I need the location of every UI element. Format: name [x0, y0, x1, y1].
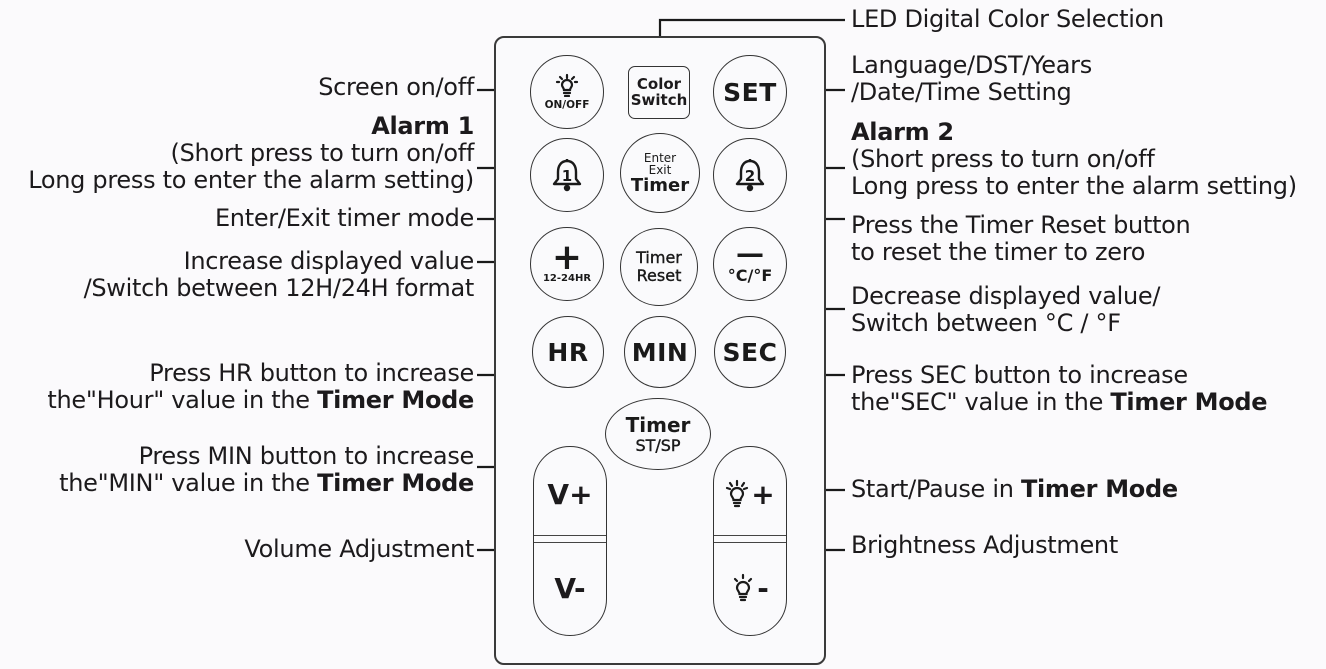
bell-2-icon: 2 [733, 157, 767, 193]
brightness-down-label: - [757, 571, 769, 605]
timer-reset-line1: Timer [636, 248, 682, 267]
label-alarm1-line1: (Short press to turn on/off [170, 139, 475, 167]
brightness-up-label: + [751, 477, 775, 511]
bulb-bright-icon [725, 479, 749, 509]
sec-button[interactable]: SEC [714, 316, 786, 388]
volume-down-button[interactable]: V- [534, 541, 606, 635]
min-button[interactable]: MIN [624, 316, 696, 388]
hr-button[interactable]: HR [532, 316, 604, 388]
sec-label: SEC [722, 337, 778, 367]
timer-label: Timer [630, 174, 690, 196]
plus-icon: + [551, 236, 583, 278]
volume-rocker-divider [534, 535, 606, 543]
brightness-down-button[interactable]: - [714, 541, 786, 635]
timer-start-stop-button[interactable]: Timer ST/SP [605, 398, 711, 470]
label-led-color: LED Digital Color Selection [851, 5, 1164, 33]
label-screen-onoff: Screen on/off [318, 73, 474, 101]
color-switch-line2: Switch [630, 90, 688, 109]
svg-text:2: 2 [745, 167, 755, 185]
timer-exit-label: Exit [648, 162, 672, 177]
minus-icon: — [736, 236, 764, 270]
label-alarm2: Alarm 2 (Short press to turn on/off Long… [851, 118, 1297, 200]
brightness-rocker-divider [714, 535, 786, 543]
label-sec: Press SEC button to increase the"SEC" va… [851, 361, 1268, 416]
bell-1-icon: 1 [550, 157, 584, 193]
label-alarm1-title: Alarm 1 [371, 112, 474, 140]
minus-celsius-fahrenheit-button[interactable]: — °C/°F [713, 227, 787, 301]
label-increase: Increase displayed value /Switch between… [83, 247, 475, 302]
alarm1-button[interactable]: 1 [530, 138, 604, 212]
color-switch-line1: Color [636, 74, 682, 93]
volume-up-label: V+ [547, 477, 593, 511]
bulb-dim-icon [731, 573, 755, 603]
label-timer-reset: Press the Timer Reset button to reset th… [851, 211, 1191, 266]
svg-text:1: 1 [562, 167, 572, 185]
timer-reset-line2: Reset [636, 266, 682, 285]
min-label: MIN [631, 337, 689, 367]
label-hr: Press HR button to increase the"Hour" va… [47, 359, 474, 414]
timer-stsp-line1: Timer [625, 412, 691, 437]
screen-onoff-label: ON/OFF [544, 99, 590, 112]
brightness-rocker: + - [713, 446, 787, 636]
volume-rocker: V+ V- [533, 446, 607, 636]
timer-stsp-line2: ST/SP [635, 435, 681, 455]
timer-enter-exit-button[interactable]: Enter Exit Timer [620, 133, 700, 213]
volume-down-label: V- [554, 571, 586, 605]
celsius-fahrenheit-label: °C/°F [727, 266, 773, 286]
timer-reset-button[interactable]: Timer Reset [620, 228, 698, 306]
label-alarm1: Alarm 1 (Short press to turn on/off Long… [28, 113, 474, 194]
label-volume: Volume Adjustment [244, 535, 474, 563]
label-start-pause: Start/Pause in Timer Mode [851, 475, 1178, 503]
timer-enter-label: Enter [643, 150, 677, 165]
volume-up-button[interactable]: V+ [534, 447, 606, 541]
brightness-up-button[interactable]: + [714, 447, 786, 541]
label-min: Press MIN button to increase the"MIN" va… [59, 442, 474, 497]
label-decrease: Decrease displayed value/ Switch between… [851, 282, 1161, 337]
set-label: SET [723, 77, 777, 107]
label-brightness: Brightness Adjustment [851, 531, 1118, 559]
label-timer-mode: Enter/Exit timer mode [214, 204, 474, 232]
screen-onoff-button[interactable]: ON/OFF [530, 55, 604, 129]
hr-label: HR [547, 337, 589, 367]
set-button[interactable]: SET [713, 55, 787, 129]
label-alarm2-title: Alarm 2 [851, 118, 954, 146]
color-switch-button[interactable]: Color Switch [628, 66, 690, 119]
label-set: Language/DST/Years /Date/Time Setting [851, 51, 1092, 106]
plus-12-24hr-button[interactable]: + 12-24HR [530, 227, 604, 301]
label-alarm1-line2: Long press to enter the alarm setting) [28, 166, 474, 194]
plus-12-24hr-label: 12-24HR [542, 273, 592, 285]
bulb-icon [554, 73, 580, 98]
alarm2-button[interactable]: 2 [713, 138, 787, 212]
